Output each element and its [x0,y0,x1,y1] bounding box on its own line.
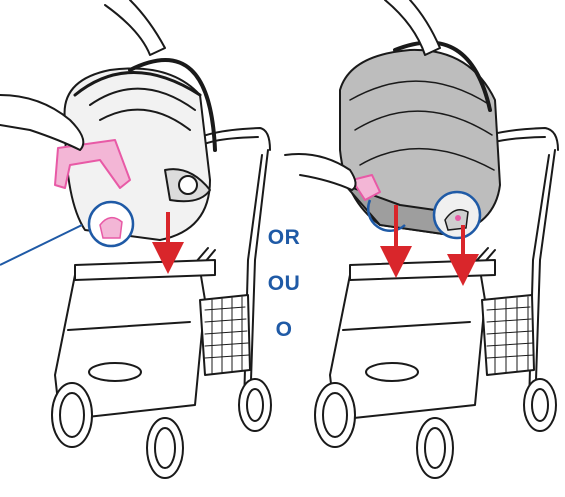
or-label-english: OR [262,226,306,250]
right-hand-top [385,0,440,55]
left-rear-wheels [239,379,271,431]
left-stroller [0,0,271,478]
right-stroller [285,0,558,478]
or-label-french: OU [262,272,306,296]
or-label-spanish: O [262,318,306,342]
left-hand-top [105,0,165,55]
left-detail-callout [0,202,133,265]
